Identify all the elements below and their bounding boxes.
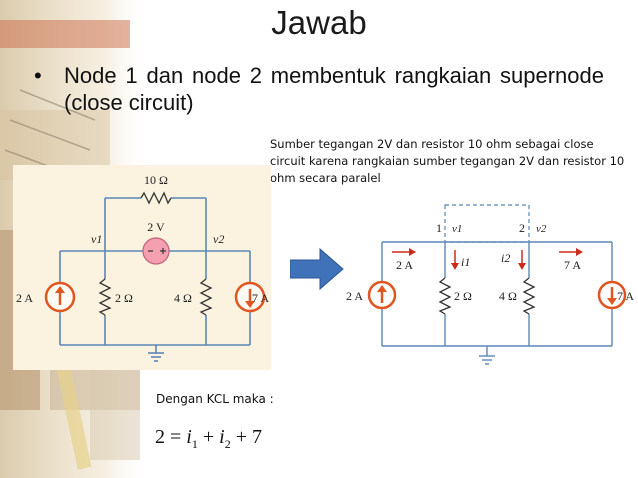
label-v2: v2: [213, 232, 224, 246]
equation-i1: i: [186, 426, 192, 448]
label-v2: v2: [536, 223, 547, 235]
resistor-2-ohm: [98, 278, 112, 316]
current-source-up-icon: [44, 281, 76, 313]
supernode-boundary: [444, 204, 530, 243]
current-arrow-i2-icon: [518, 250, 526, 270]
label-v1: v1: [91, 232, 102, 246]
bullet-text: Node 1 dan node 2 membentuk rangkaian su…: [64, 63, 604, 115]
label-2-ohm: 2 Ω: [454, 289, 472, 303]
label-2a: 2 A: [16, 291, 33, 305]
circuit-supernode: 1 v1 2 v2 2 A i1 i2 7 A 2 A 2 Ω 4 Ω 7 A: [346, 204, 634, 365]
current-source-down-icon: [234, 281, 266, 313]
equation-plus2: + 7: [235, 426, 262, 448]
label-2a: 2 A: [346, 289, 363, 303]
equation-plus1: +: [202, 426, 215, 448]
equation-lhs: 2 =: [155, 426, 182, 448]
current-source-up-icon: [367, 280, 397, 310]
circuit-original-background: [13, 165, 271, 370]
kcl-label: Dengan KCL maka :: [156, 392, 274, 406]
label-i2: i2: [501, 251, 510, 265]
label-2-ohm: 2 Ω: [115, 291, 133, 305]
label-7a-arrow: 7 A: [564, 258, 581, 272]
label-node-1: 1: [436, 221, 442, 235]
resistor-4-ohm: [522, 277, 536, 315]
transfer-arrow-icon: [290, 248, 344, 290]
current-arrow-2a-icon: [392, 248, 416, 256]
kcl-equation: 2 = i1 + i2 + 7: [155, 426, 262, 452]
equation-sub2: 2: [224, 437, 231, 451]
resistor-2-ohm: [438, 277, 452, 315]
label-node-2: 2: [519, 221, 525, 235]
voltage-source-icon: [142, 237, 170, 265]
label-2a-arrow: 2 A: [396, 258, 413, 272]
label-4-ohm: 4 Ω: [174, 291, 192, 305]
circuit-original: 10 Ω 2 V v1 v2 2 A 2 Ω 4 Ω 7 A: [13, 165, 271, 370]
equation-i2: i: [219, 426, 225, 448]
current-arrow-7a-icon: [559, 248, 583, 256]
bullet-marker: •: [34, 63, 42, 88]
label-2v: 2 V: [147, 220, 165, 234]
label-7a: 7 A: [252, 291, 269, 305]
current-arrow-i1-icon: [451, 250, 459, 270]
label-i1: i1: [461, 255, 470, 269]
resistor-4-ohm: [199, 278, 213, 316]
label-10-ohm: 10 Ω: [144, 173, 168, 187]
circuit-original-wires: [59, 197, 251, 353]
ground-icon: [479, 355, 495, 365]
circuit-supernode-wires: [381, 241, 613, 356]
resistor-10-ohm: [140, 191, 172, 205]
equation-sub1: 1: [191, 437, 198, 451]
explanation-note: Sumber tegangan 2V dan resistor 10 ohm s…: [270, 137, 625, 185]
label-4-ohm: 4 Ω: [499, 289, 517, 303]
slide-title: Jawab: [271, 4, 367, 41]
ground-icon: [148, 352, 164, 362]
current-source-down-icon: [597, 280, 627, 310]
label-7a: 7 A: [617, 289, 634, 303]
label-v1: v1: [452, 223, 462, 235]
